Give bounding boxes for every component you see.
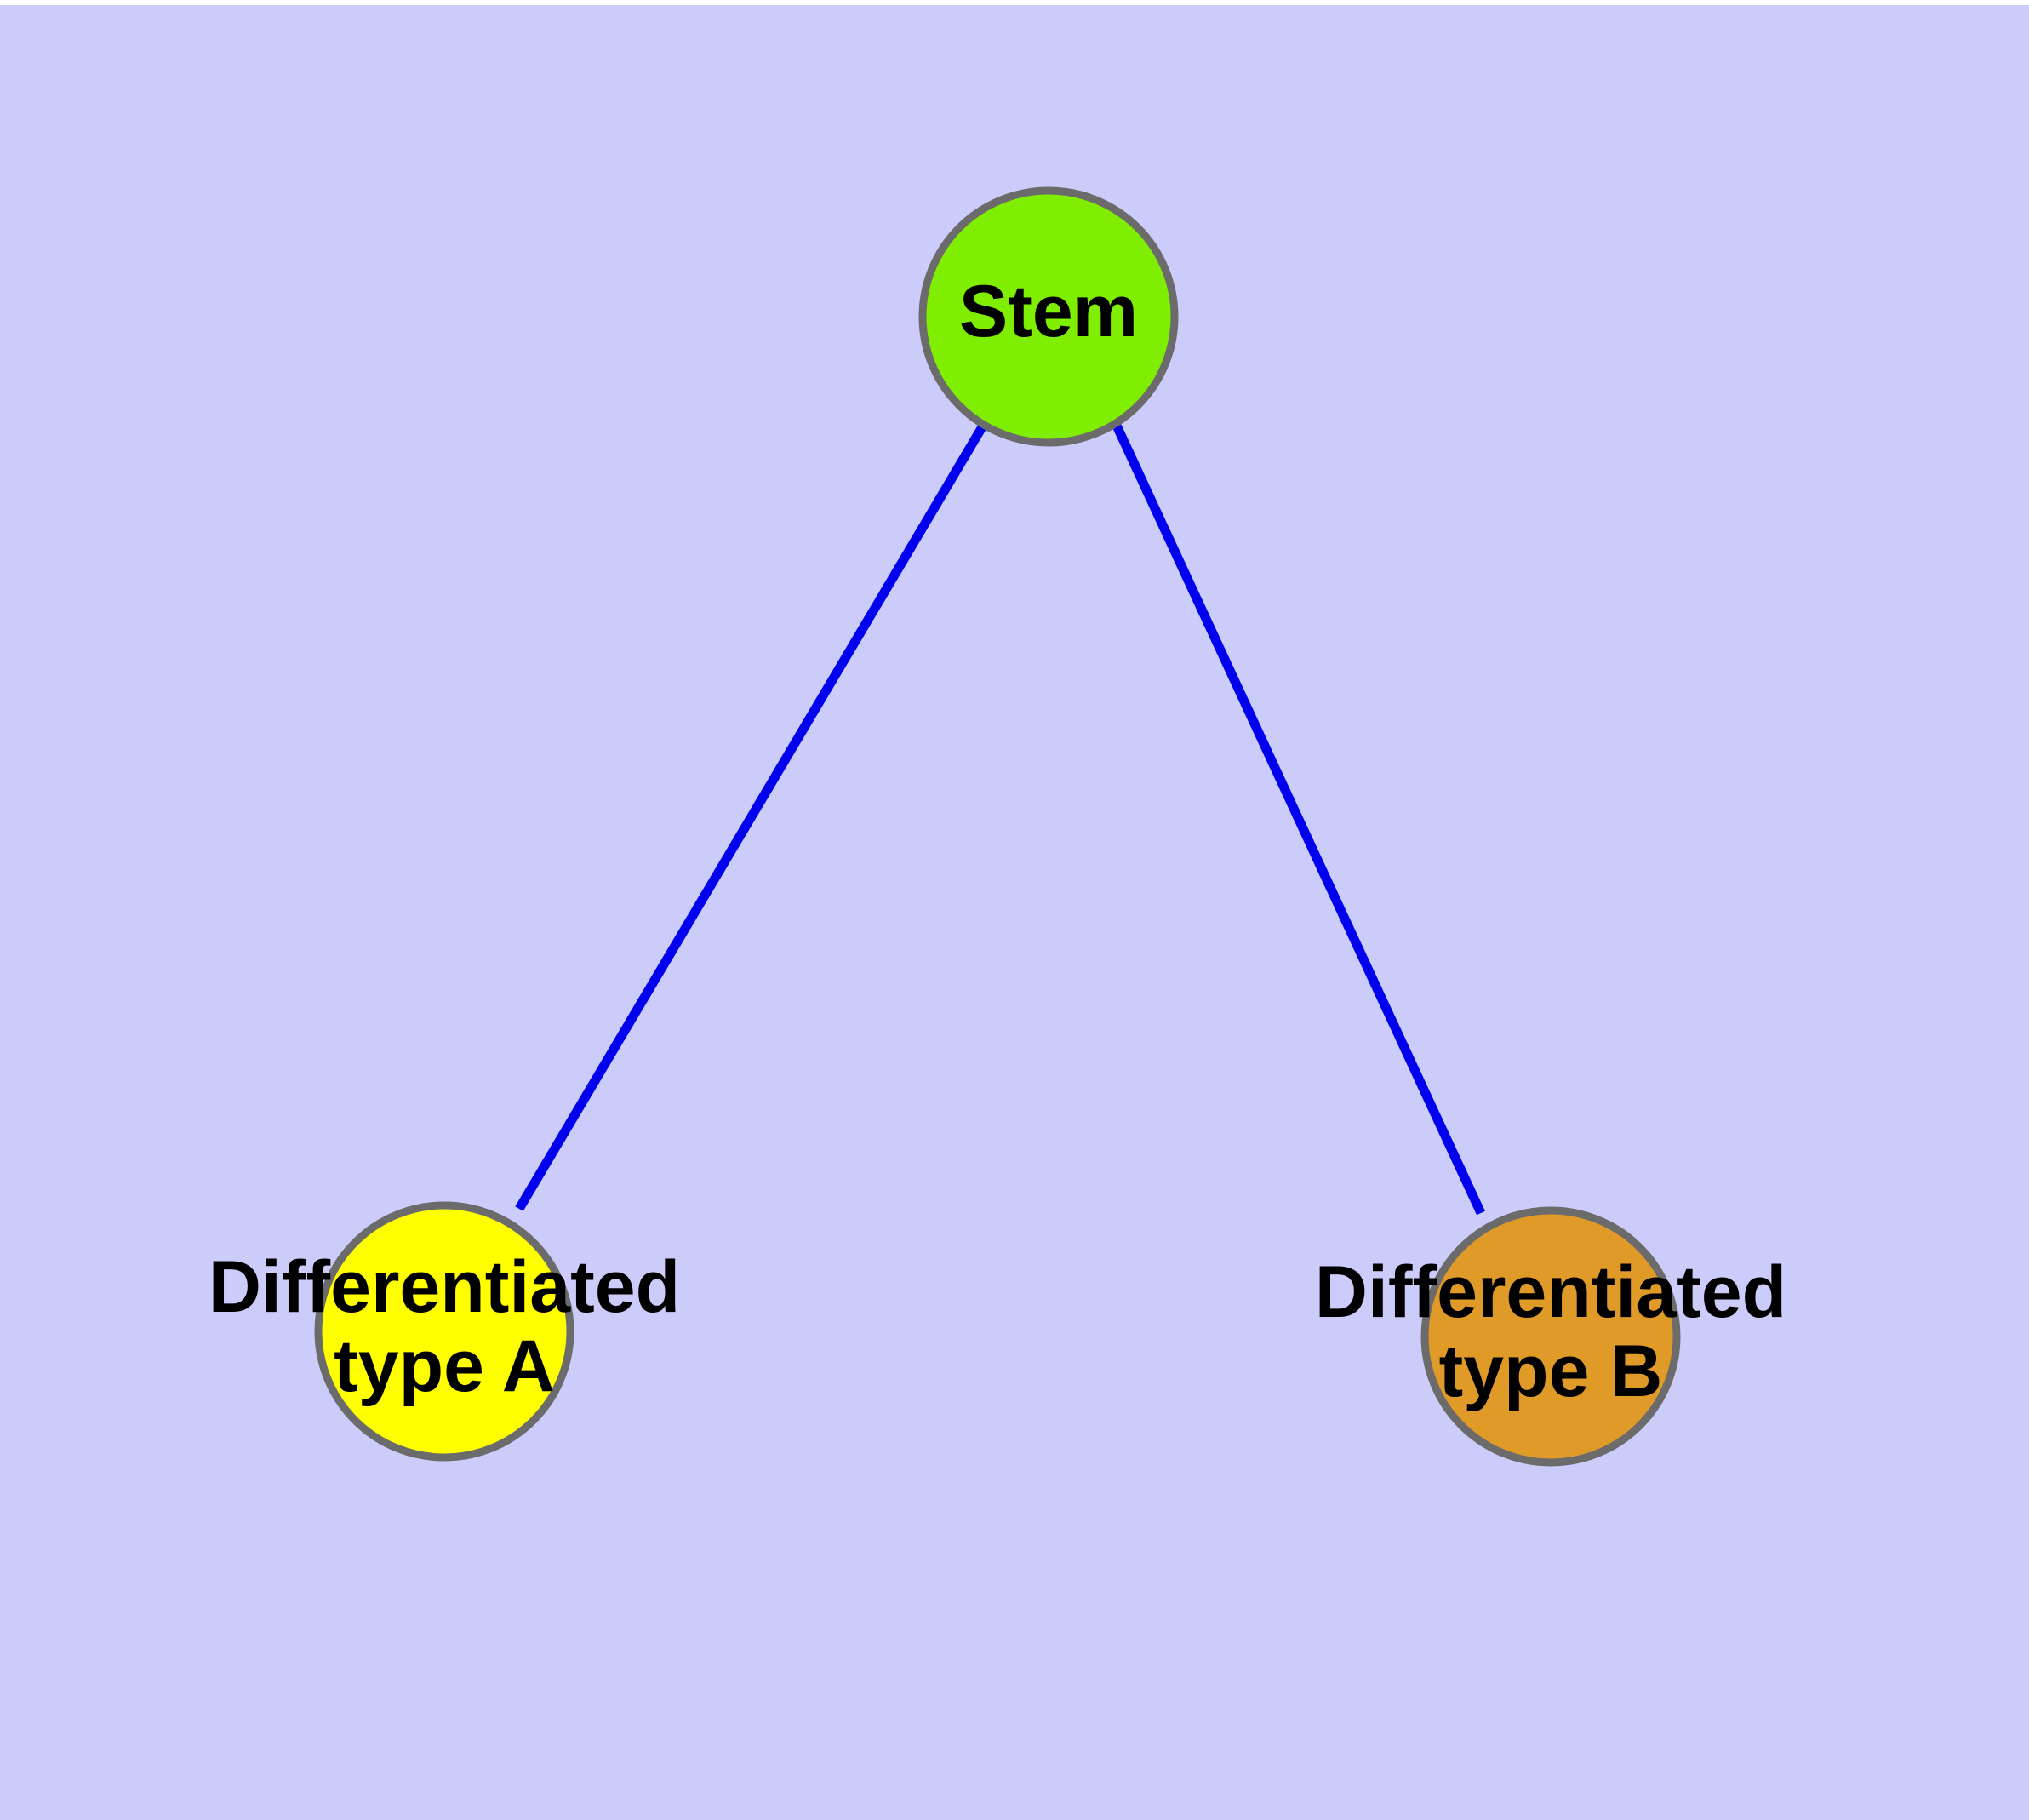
node-label-line: type B: [1439, 1331, 1663, 1412]
node-label-line: type A: [334, 1325, 555, 1407]
node-label-stem: Stem: [959, 271, 1138, 352]
node-label-line: Differentiated: [209, 1246, 680, 1328]
node-circle-diff_a[interactable]: [314, 1201, 574, 1462]
node-circle-diff_b[interactable]: [1420, 1206, 1681, 1467]
node-label-line: Stem: [959, 271, 1138, 352]
node-circle-stem[interactable]: [918, 186, 1179, 447]
edges-layer: [515, 423, 1485, 1216]
node-label-line: Differentiated: [1315, 1251, 1786, 1333]
graph-node-stem[interactable]: Stem: [918, 186, 1179, 447]
graph-edge-stem-to-diff-b[interactable]: [1112, 423, 1485, 1216]
graph-edge-stem-to-diff-a[interactable]: [515, 423, 987, 1211]
